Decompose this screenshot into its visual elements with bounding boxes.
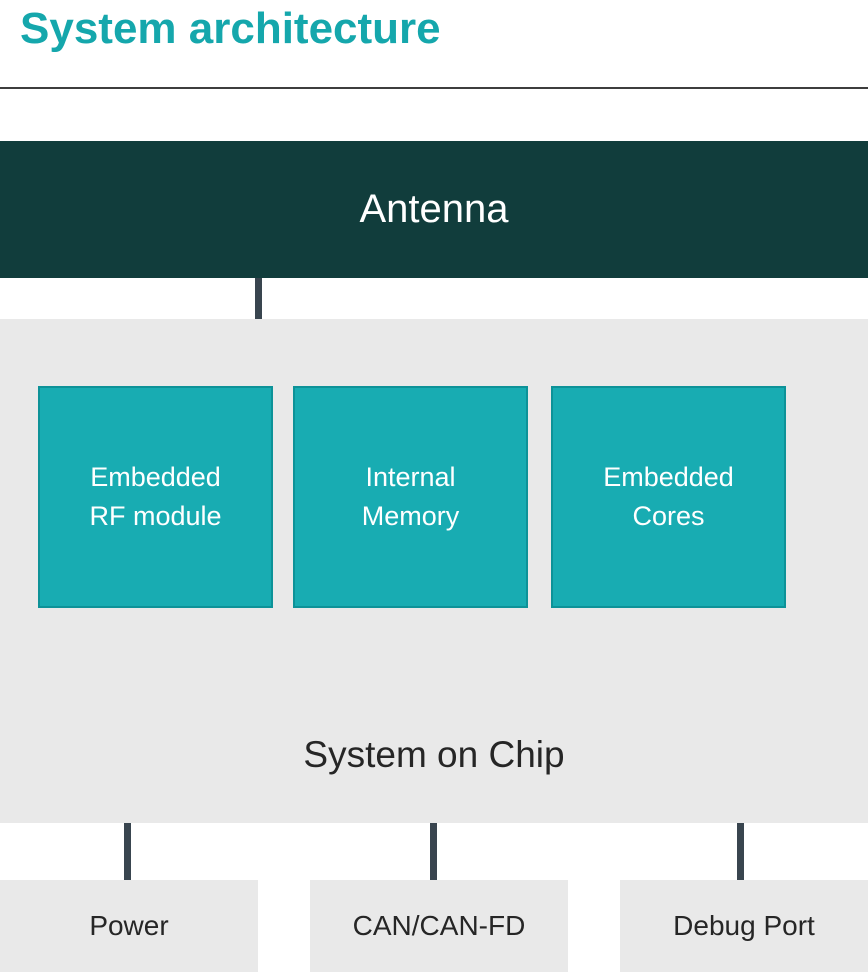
peripheral-can: CAN/CAN-FD: [310, 880, 568, 972]
module-embedded-rf: Embedded RF module: [38, 386, 273, 608]
peripheral-power: Power: [0, 880, 258, 972]
connector-antenna-to-soc: [255, 278, 262, 319]
peripheral-label: Debug Port: [673, 910, 815, 941]
connector-soc-to-debug: [737, 823, 744, 880]
module-embedded-cores: Embedded Cores: [551, 386, 786, 608]
module-label: Embedded RF module: [89, 462, 222, 531]
peripheral-label: Power: [89, 910, 169, 941]
module-internal-memory: Internal Memory: [293, 386, 528, 608]
soc-label: System on Chip: [303, 734, 565, 775]
page-title: System architecture: [20, 4, 441, 53]
peripheral-debug-port: Debug Port: [620, 880, 868, 972]
peripheral-label: CAN/CAN-FD: [352, 910, 526, 941]
antenna-label: Antenna: [359, 187, 509, 231]
title-divider: [0, 87, 868, 89]
connector-soc-to-power: [124, 823, 131, 880]
soc-block: Embedded RF module Internal Memory Embed…: [0, 319, 868, 823]
connector-soc-to-can: [430, 823, 437, 880]
module-label: Embedded Cores: [603, 462, 734, 531]
antenna-block: Antenna: [0, 141, 868, 278]
module-label: Internal Memory: [361, 462, 460, 531]
